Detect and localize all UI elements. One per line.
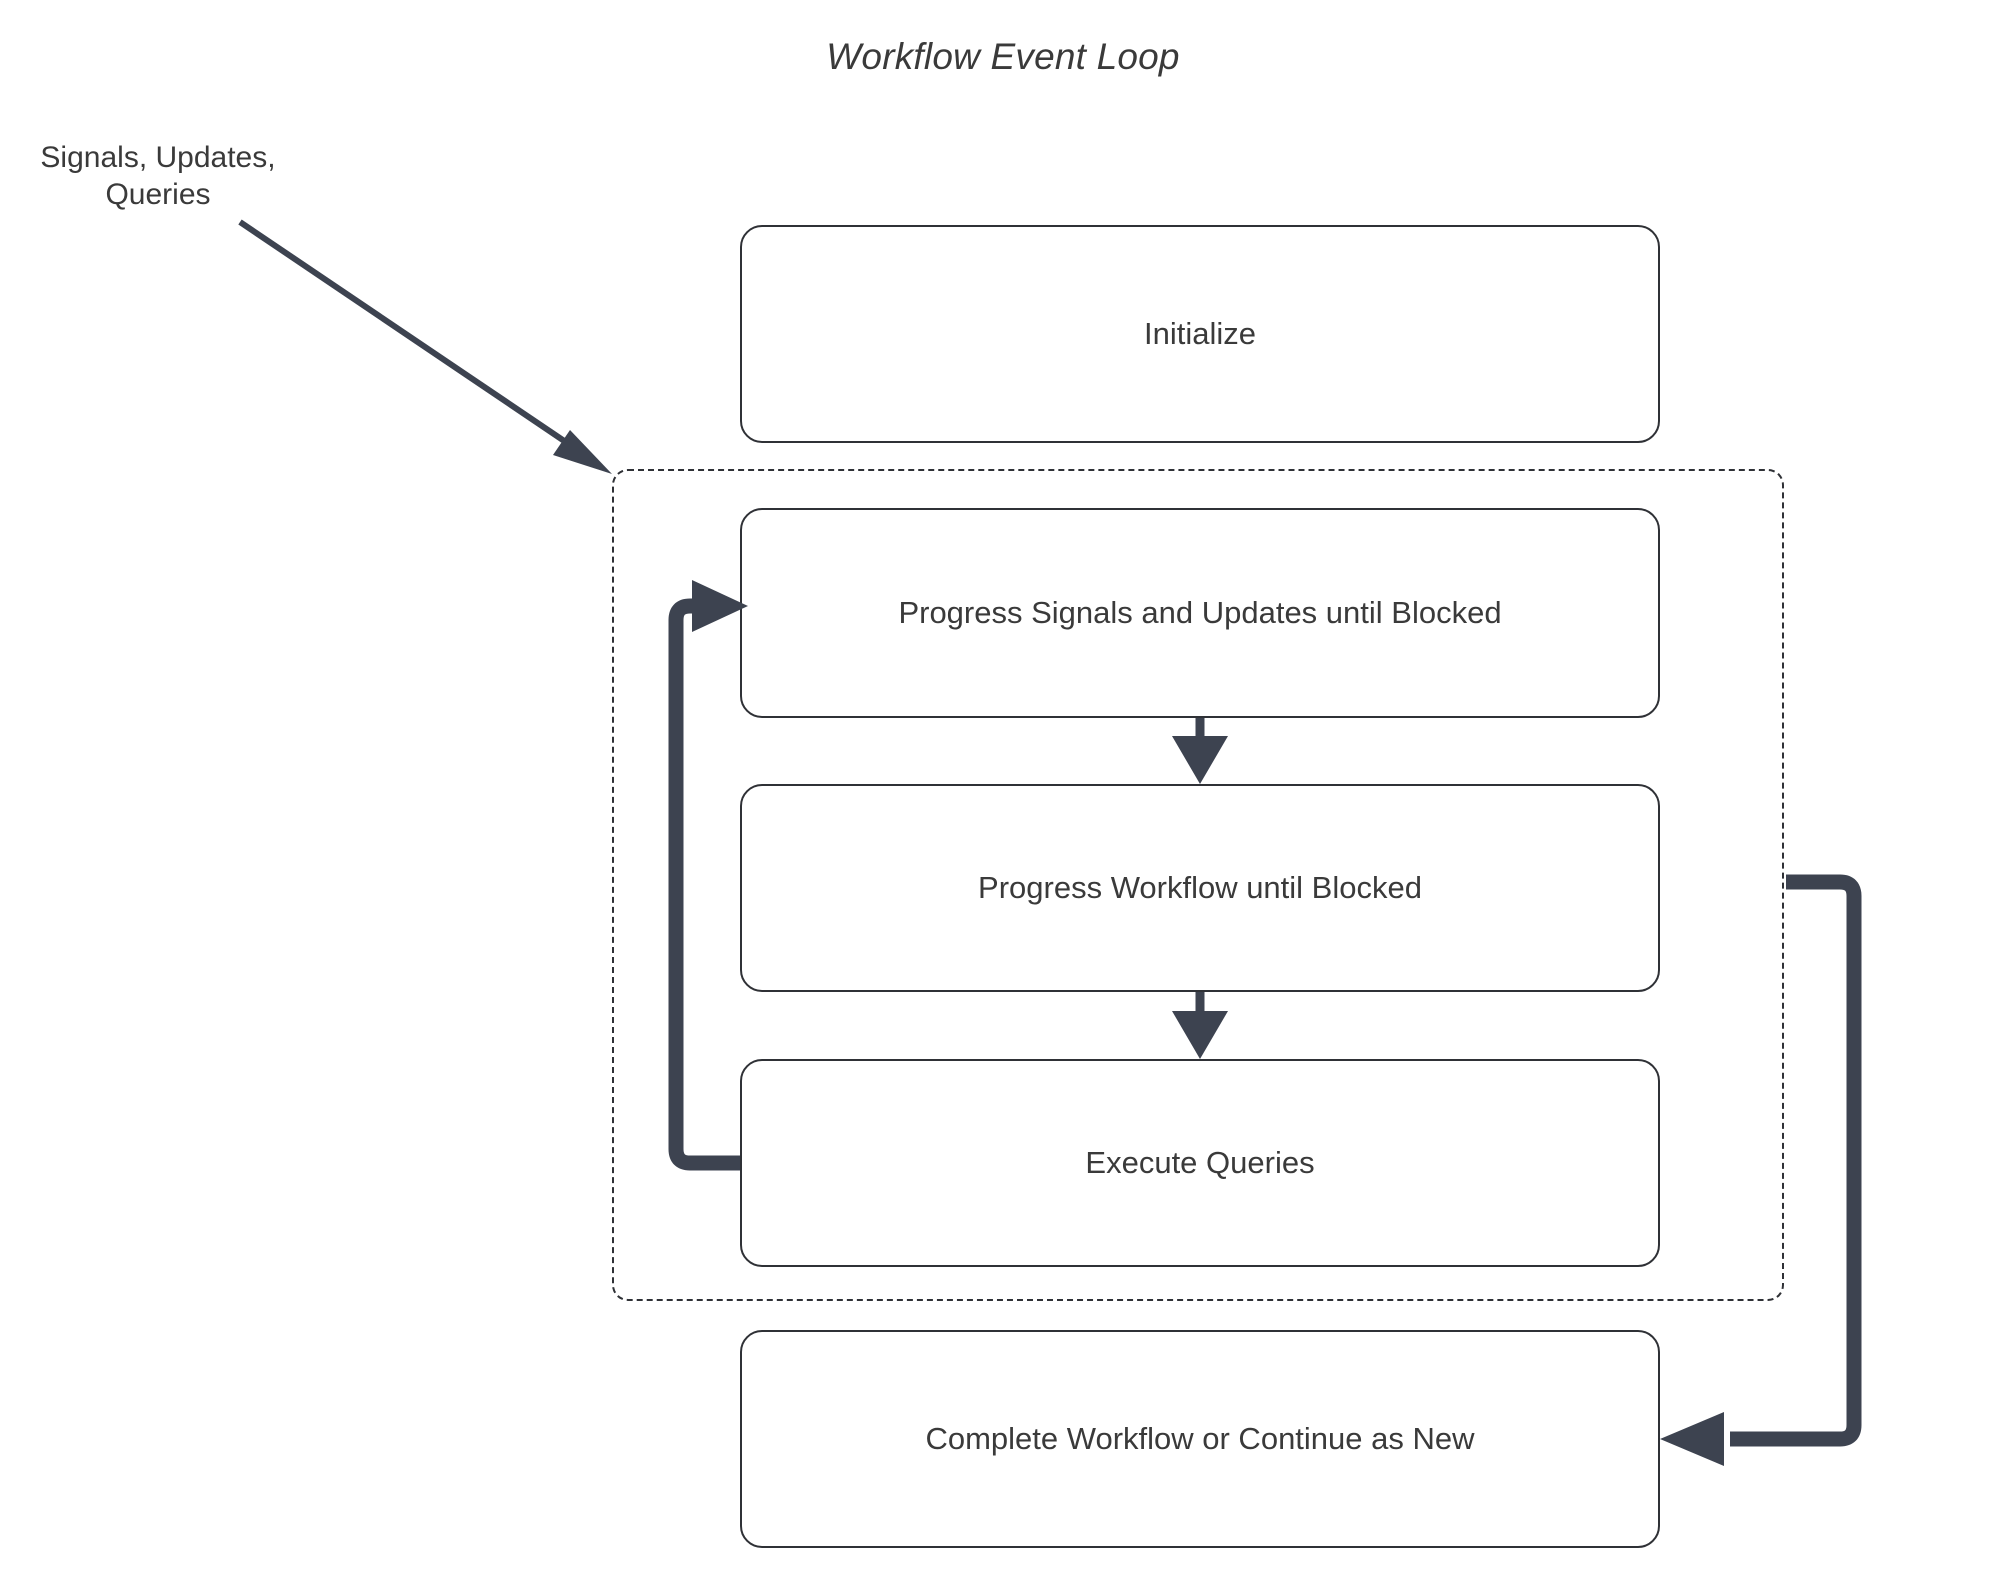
node-progress-workflow[interactable]: Progress Workflow until Blocked	[740, 784, 1660, 992]
node-execute-queries-label: Execute Queries	[1085, 1145, 1315, 1181]
node-progress-signals[interactable]: Progress Signals and Updates until Block…	[740, 508, 1660, 718]
node-initialize-label: Initialize	[1144, 316, 1256, 352]
node-execute-queries[interactable]: Execute Queries	[740, 1059, 1660, 1267]
node-complete-workflow[interactable]: Complete Workflow or Continue as New	[740, 1330, 1660, 1548]
node-initialize[interactable]: Initialize	[740, 225, 1660, 443]
node-complete-workflow-label: Complete Workflow or Continue as New	[925, 1421, 1475, 1457]
input-signals-label: Signals, Updates, Queries	[40, 141, 276, 211]
edge-input-to-loop	[238, 219, 612, 474]
page-title: Workflow Event Loop	[826, 36, 1180, 77]
node-progress-workflow-label: Progress Workflow until Blocked	[978, 870, 1422, 906]
node-progress-signals-label: Progress Signals and Updates until Block…	[898, 595, 1502, 631]
